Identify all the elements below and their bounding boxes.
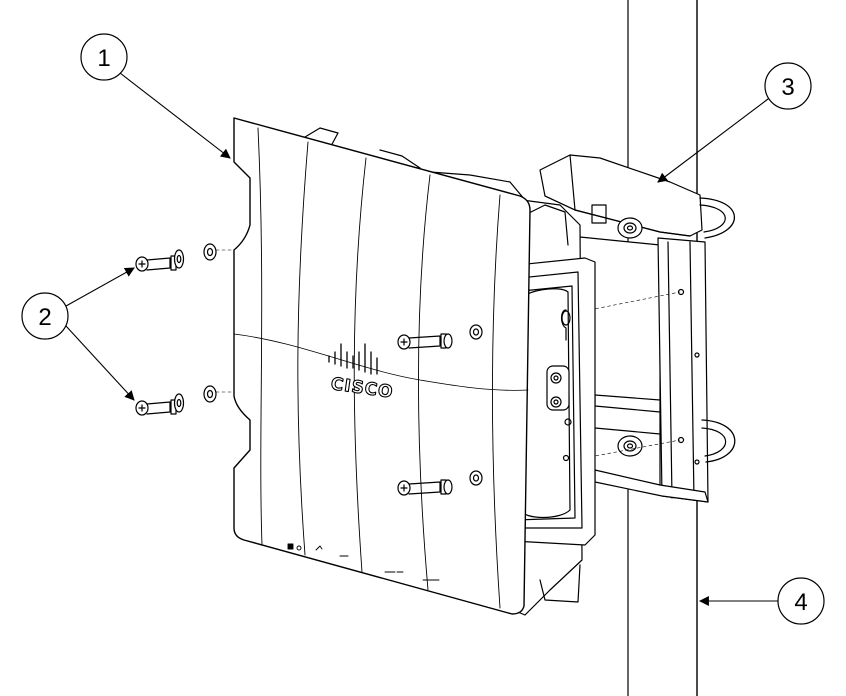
callout-2-label: 2	[38, 304, 51, 331]
callout-1-label: 1	[97, 45, 110, 72]
ap-front-panel	[233, 117, 531, 615]
callout-1: 1	[80, 33, 231, 159]
ap-mounting-screw-lower	[397, 470, 483, 496]
bracket-nut-top	[617, 217, 643, 239]
bracket-slot	[591, 204, 607, 224]
ap-mounting-screw-upper	[397, 324, 483, 350]
callout-3: 3	[657, 62, 812, 183]
screw-with-washers-lower	[135, 385, 217, 416]
callout-2: 2	[21, 267, 135, 401]
callout-4-label: 4	[794, 589, 807, 616]
bracket-nut-bottom	[617, 435, 643, 457]
bracket-screws	[546, 365, 570, 411]
screw-with-washers-upper	[135, 243, 217, 272]
callout-3-label: 3	[781, 74, 794, 101]
access-point: CISCO	[233, 117, 596, 616]
callout-4: 4	[699, 577, 825, 625]
status-indicators	[287, 543, 440, 581]
